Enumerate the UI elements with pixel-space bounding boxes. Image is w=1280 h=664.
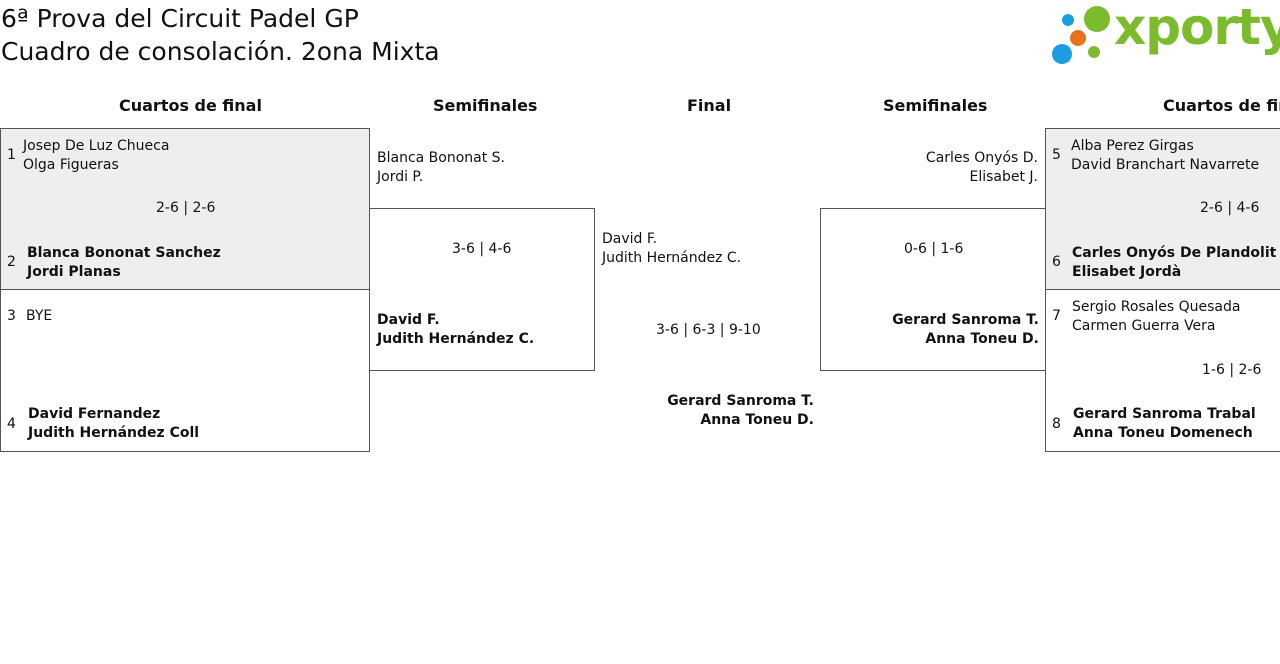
- player-name: Carles Onyós D.: [925, 150, 1038, 166]
- qf-match-4: 7 Sergio Rosales Quesada Carmen Guerra V…: [1045, 289, 1280, 452]
- title-line-2: Cuadro de consolación. 2ona Mixta: [1, 37, 440, 66]
- seed-number: 1: [7, 147, 16, 163]
- player-name: Gerard Sanroma T.: [667, 393, 814, 409]
- seed-number: 6: [1052, 254, 1061, 270]
- title-line-1: 6ª Prova del Circuit Padel GP: [1, 4, 359, 33]
- final-team-a: David F. Judith Hernández C.: [602, 230, 741, 268]
- sf-right-team-a: Carles Onyós D. Elisabet J.: [860, 149, 1038, 187]
- team-b-winner: Gerard Sanroma Trabal Anna Toneu Domenec…: [1073, 405, 1256, 443]
- seed-number: 4: [7, 416, 16, 432]
- team-a: Alba Perez Girgas David Branchart Navarr…: [1071, 137, 1259, 175]
- team-b-winner: Blanca Bononat Sanchez Jordi Planas: [27, 244, 221, 282]
- sf-left-team-a: Blanca Bononat S. Jordi P.: [377, 149, 505, 187]
- seed-number: 7: [1052, 308, 1061, 324]
- player-name: Blanca Bononat Sanchez: [27, 245, 221, 261]
- player-name: Anna Toneu D.: [925, 331, 1039, 347]
- player-name: Sergio Rosales Quesada: [1072, 299, 1241, 315]
- final-winner: Gerard Sanroma T. Anna Toneu D.: [640, 392, 814, 430]
- final-score: 3-6 | 6-3 | 9-10: [656, 322, 761, 338]
- round-header-sf-left: Semifinales: [433, 96, 538, 115]
- team-a: BYE: [26, 307, 52, 326]
- round-header-sf-right: Semifinales: [883, 96, 988, 115]
- page-title: 6ª Prova del Circuit Padel GP Cuadro de …: [1, 2, 440, 68]
- seed-number: 5: [1052, 147, 1061, 163]
- player-name: Josep De Luz Chueca: [23, 138, 170, 154]
- player-name: Carmen Guerra Vera: [1072, 318, 1216, 334]
- xporty-logo: xporty: [1050, 0, 1280, 68]
- sf-right-match: 0-6 | 1-6 Gerard Sanroma T. Anna Toneu D…: [820, 208, 1046, 371]
- player-name: Olga Figueras: [23, 157, 119, 173]
- qf-match-1: 1 Josep De Luz Chueca Olga Figueras 2-6 …: [0, 128, 370, 290]
- team-a: Josep De Luz Chueca Olga Figueras: [23, 137, 169, 175]
- match-score: 2-6 | 4-6: [1200, 200, 1260, 216]
- seed-number: 3: [7, 308, 16, 324]
- player-name: Judith Hernández C.: [602, 250, 742, 266]
- player-name: Judith Hernández Coll: [28, 425, 200, 441]
- match-score: 1-6 | 2-6: [1202, 362, 1262, 378]
- player-name: Anna Toneu D.: [700, 412, 814, 428]
- player-name: Jordi P.: [377, 169, 424, 185]
- player-name: David F.: [602, 231, 658, 247]
- round-header-qf-left: Cuartos de final: [119, 96, 262, 115]
- logo-dot-blue-top: [1062, 14, 1074, 26]
- qf-match-3: 5 Alba Perez Girgas David Branchart Nava…: [1045, 128, 1280, 290]
- team-b-winner: Gerard Sanroma T. Anna Toneu D.: [841, 311, 1039, 349]
- logo-dot-orange: [1070, 30, 1086, 46]
- seed-number: 8: [1052, 416, 1061, 432]
- qf-match-2: 3 BYE 4 David Fernandez Judith Hernández…: [0, 289, 370, 452]
- player-name: Blanca Bononat S.: [377, 150, 506, 166]
- player-name: Carles Onyós De Plandolit: [1072, 245, 1277, 261]
- player-name: David Fernandez: [28, 406, 161, 422]
- match-score: 0-6 | 1-6: [904, 241, 964, 257]
- player-name: Elisabet Jordà: [1072, 264, 1182, 280]
- player-name: Elisabet J.: [969, 169, 1038, 185]
- match-score: 3-6 | 4-6: [452, 241, 512, 257]
- player-name: Gerard Sanroma T.: [892, 312, 1039, 328]
- logo-dot-blue: [1052, 44, 1072, 64]
- sf-left-match: 3-6 | 4-6 David F. Judith Hernández C.: [369, 208, 595, 371]
- player-name: Judith Hernández C.: [377, 331, 535, 347]
- team-b-winner: Carles Onyós De Plandolit Elisabet Jordà: [1072, 244, 1276, 282]
- player-name: BYE: [26, 308, 53, 324]
- player-name: Alba Perez Girgas: [1071, 138, 1194, 154]
- team-b-winner: David Fernandez Judith Hernández Coll: [28, 405, 199, 443]
- logo-dot-green-small: [1088, 46, 1100, 58]
- match-score: 2-6 | 2-6: [156, 200, 216, 216]
- player-name: David Branchart Navarrete: [1071, 157, 1260, 173]
- logo-dot-green: [1084, 6, 1110, 32]
- round-header-final: Final: [687, 96, 732, 115]
- logo-text: xporty: [1114, 0, 1280, 56]
- player-name: Jordi Planas: [27, 264, 121, 280]
- player-name: David F.: [377, 312, 440, 328]
- player-name: Anna Toneu Domenech: [1073, 425, 1253, 441]
- player-name: Gerard Sanroma Trabal: [1073, 406, 1256, 422]
- team-a: Sergio Rosales Quesada Carmen Guerra Ver…: [1072, 298, 1240, 336]
- round-header-qf-right: Cuartos de fin: [1163, 96, 1280, 115]
- seed-number: 2: [7, 254, 16, 270]
- team-b-winner: David F. Judith Hernández C.: [377, 311, 534, 349]
